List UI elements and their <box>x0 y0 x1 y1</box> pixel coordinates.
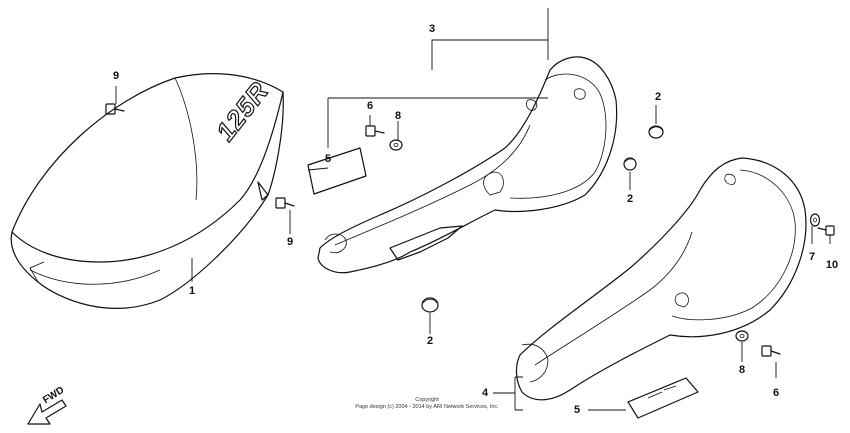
bolt-seat-side <box>275 197 295 209</box>
fwd-arrow-icon <box>27 399 67 425</box>
washer-left <box>389 139 403 151</box>
callout-washer-lower: 8 <box>738 364 746 376</box>
cap-upper-right <box>648 125 664 139</box>
callout-bolt-seat-top: 9 <box>112 70 120 82</box>
left-side-cover <box>317 56 618 274</box>
callout-seat: 1 <box>188 285 196 297</box>
copyright-line-1: Copyright <box>415 397 439 403</box>
callout-cap-upper-right: 2 <box>654 91 662 103</box>
callout-right-side-cover: 4 <box>481 387 489 399</box>
bolt-right <box>761 345 781 357</box>
callout-mark-right: 5 <box>573 404 581 416</box>
callout-bolt-left: 6 <box>366 100 374 112</box>
cap-middle-right <box>623 157 637 171</box>
mark-right <box>627 377 699 419</box>
callout-mark-left: 5 <box>324 153 332 165</box>
callout-cap-lower: 2 <box>426 335 434 347</box>
callout-bolt-seat-side: 9 <box>286 236 294 248</box>
leader-lines <box>115 8 831 411</box>
right-side-cover <box>515 157 807 401</box>
copyright-line-2: Page design (c) 2004 - 2014 by ARI Netwo… <box>355 404 499 410</box>
seat <box>10 73 284 309</box>
bolt-seat-top <box>105 103 125 115</box>
washer-lower <box>735 330 749 342</box>
callout-washer-right: 7 <box>808 251 816 263</box>
callout-washer-left: 8 <box>394 110 402 122</box>
callout-bolt-far-right: 10 <box>825 259 839 271</box>
mark-left <box>307 147 367 195</box>
cap-lower <box>421 297 439 313</box>
callout-left-side-cover: 3 <box>428 23 436 35</box>
callout-bolt-right: 6 <box>772 387 780 399</box>
bolt-far-right <box>817 225 835 236</box>
callout-cap-middle-right: 2 <box>626 193 634 205</box>
washer-right <box>809 213 821 227</box>
bolt-left <box>365 125 385 137</box>
